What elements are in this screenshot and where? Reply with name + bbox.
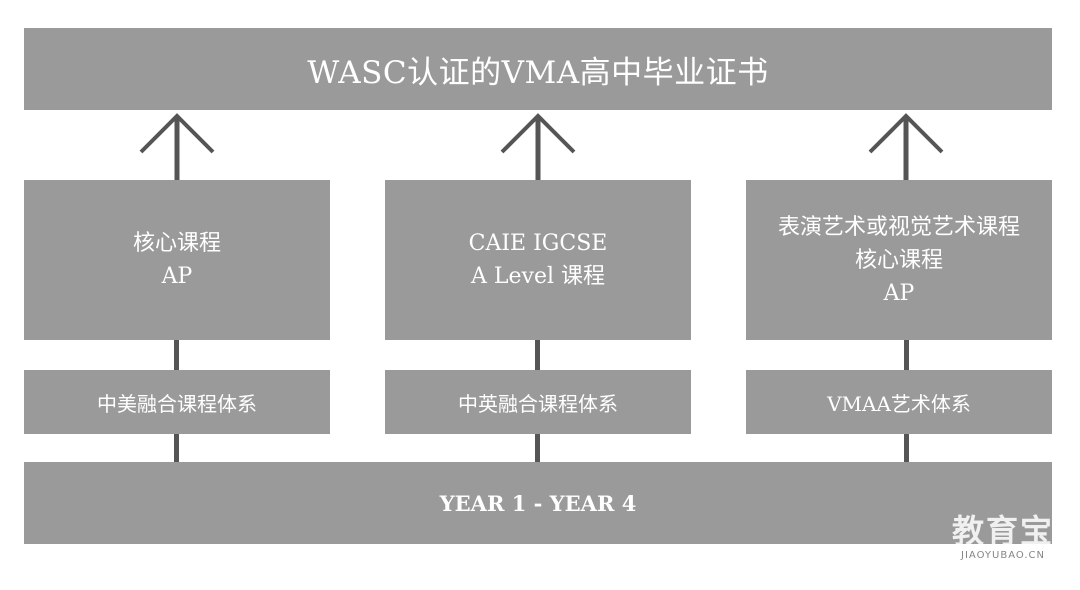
connector-line xyxy=(535,434,540,462)
connector-line xyxy=(174,340,179,370)
system-label: VMAA艺术体系 xyxy=(827,391,971,416)
arrow-up-icon xyxy=(868,113,944,182)
years-label: YEAR 1 - YEAR 4 xyxy=(439,490,637,516)
system-box-us: 中美融合课程体系 xyxy=(24,370,330,434)
watermark-sub: JIAOYUBAO.CN xyxy=(961,550,1045,561)
connector-line xyxy=(904,340,909,370)
connector-line xyxy=(535,340,540,370)
system-box-uk: 中英融合课程体系 xyxy=(385,370,691,434)
connector-line xyxy=(904,434,909,462)
course-box-uk: CAIE IGCSE A Level 课程 xyxy=(385,180,691,340)
diploma-title: WASC认证的VMA高中毕业证书 xyxy=(307,54,769,91)
course-line: 核心课程 xyxy=(854,247,943,273)
course-line: A Level 课程 xyxy=(471,264,605,289)
course-line: CAIE IGCSE xyxy=(468,231,608,256)
years-base-box: YEAR 1 - YEAR 4 xyxy=(24,462,1052,544)
system-label: 中英融合课程体系 xyxy=(458,391,618,416)
course-line: 表演艺术或视觉艺术课程 xyxy=(777,214,1020,240)
course-box-us: 核心课程 AP xyxy=(24,180,330,340)
course-line: AP xyxy=(161,264,193,289)
system-label: 中美融合课程体系 xyxy=(97,391,257,416)
course-line: AP xyxy=(883,280,915,306)
arrow-up-icon xyxy=(500,113,576,182)
watermark-logo: 教育宝 JIAOYUBAO.CN xyxy=(944,512,1062,561)
course-box-arts: 表演艺术或视觉艺术课程 核心课程 AP xyxy=(746,180,1052,340)
system-box-arts: VMAA艺术体系 xyxy=(746,370,1052,434)
course-line: 核心课程 xyxy=(132,231,221,256)
connector-line xyxy=(174,434,179,462)
watermark-main: 教育宝 xyxy=(951,512,1054,550)
diploma-title-box: WASC认证的VMA高中毕业证书 xyxy=(24,28,1052,110)
arrow-up-icon xyxy=(139,113,215,182)
